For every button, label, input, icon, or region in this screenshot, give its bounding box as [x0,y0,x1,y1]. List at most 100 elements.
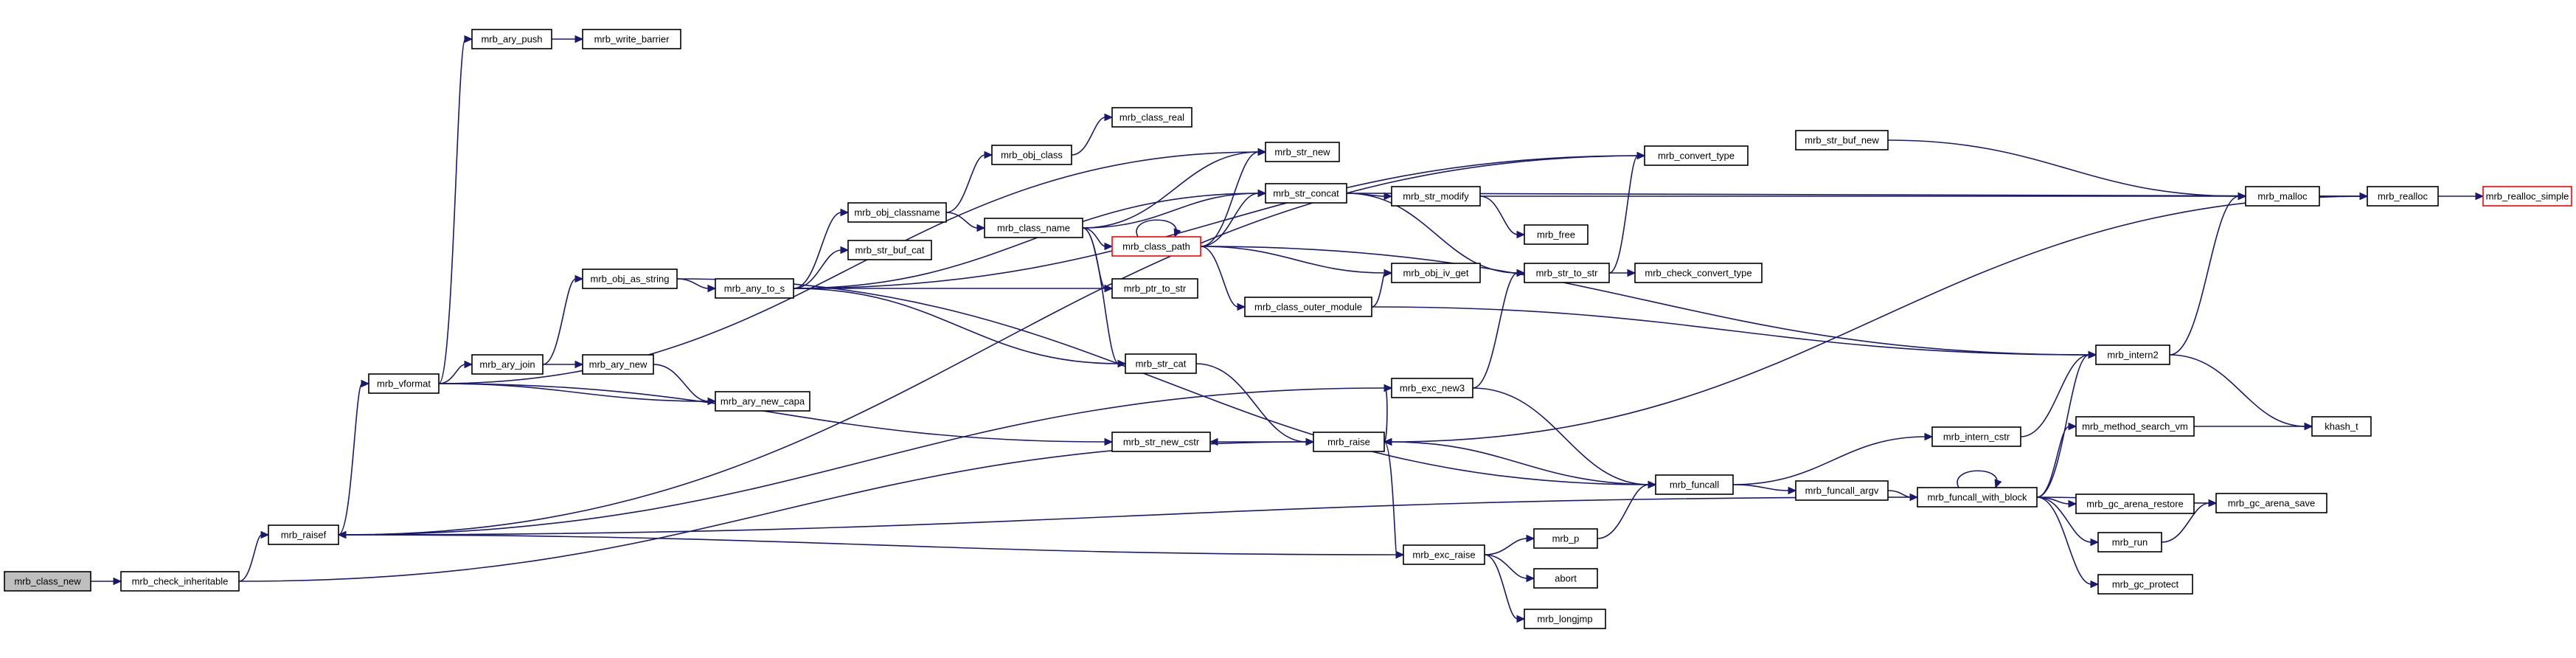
node-label: mrb_ary_new [589,359,648,370]
edge-any_to_s-to-str_cat [793,288,1127,368]
edge-exc_new3-to-funcall [1472,387,1657,489]
node-str-concat[interactable]: mrb_str_concat [1265,183,1347,204]
edge-exc_raise-to-abort [1484,554,1535,583]
node-str-new[interactable]: mrb_str_new [1265,142,1340,162]
edge-str_buf_new-to-malloc [1887,139,2247,201]
node-longjmp[interactable]: mrb_longjmp [1524,609,1606,629]
edge-funcall_argv-to-funcall_with_block [1887,490,1919,502]
node-class-path[interactable]: mrb_class_path [1111,236,1201,257]
node-gc-protect[interactable]: mrb_gc_protect [2097,574,2193,595]
node-str-cat[interactable]: mrb_str_cat [1125,353,1197,374]
node-any-to-s[interactable]: mrb_any_to_s [715,278,794,299]
node-gc-arena-restore[interactable]: mrb_gc_arena_restore [2075,494,2195,514]
edge-obj_as_string-to-any_to_s [676,278,717,293]
node-obj-class[interactable]: mrb_obj_class [991,145,1072,165]
node-ary-new-capa[interactable]: mrb_ary_new_capa [715,391,810,412]
edge-class_path-to-class_outer_module [1200,246,1246,311]
node-check-inheritable[interactable]: mrb_check_inheritable [120,571,240,592]
node-label: mrb_vformat [377,378,431,389]
edge-raisef-to-vformat [338,379,370,536]
node-funcall-argv[interactable]: mrb_funcall_argv [1795,480,1889,501]
node-label: mrb_free [1537,229,1575,240]
node-label: mrb_realloc_simple [2486,191,2569,202]
node-exc-raise[interactable]: mrb_exc_raise [1403,544,1485,565]
edge-vformat-to-ary_new_capa [438,383,717,406]
node-gc-arena-save[interactable]: mrb_gc_arena_save [2215,493,2327,513]
node-label: mrb_funcall [1670,479,1719,491]
edge-intern2-to-malloc [2169,192,2247,356]
node-abort[interactable]: abort [1533,568,1598,589]
node-label: mrb_convert_type [1658,150,1735,162]
node-class-outer-module[interactable]: mrb_class_outer_module [1244,297,1372,317]
node-check-convert-type[interactable]: mrb_check_convert_type [1634,263,1763,283]
node-convert-type[interactable]: mrb_convert_type [1644,145,1749,166]
node-khash-t[interactable]: khash_t [2311,416,2372,437]
node-class-real[interactable]: mrb_class_real [1111,107,1192,128]
edge-class_path-to-str_concat [1200,189,1267,247]
node-free[interactable]: mrb_free [1524,224,1589,245]
edge-obj_classname-to-class_name [945,212,986,232]
node-label: mrb_ary_join [479,359,535,370]
node-label: abort [1555,573,1577,584]
edge-method_search_vm-to-khash_t [2194,422,2313,431]
node-obj-as-string[interactable]: mrb_obj_as_string [582,269,678,289]
node-exc-new3[interactable]: mrb_exc_new3 [1391,378,1473,398]
node-label: mrb_str_modify [1403,191,1469,202]
node-funcall[interactable]: mrb_funcall [1655,474,1734,495]
edge-run-to-gc_arena_save [2161,499,2218,543]
node-ary-push[interactable]: mrb_ary_push [471,29,552,49]
node-label: mrb_class_name [997,223,1070,234]
node-vformat[interactable]: mrb_vformat [368,373,440,394]
edge-class_path-to-class_path [1136,219,1181,238]
node-obj-iv-get[interactable]: mrb_obj_iv_get [1391,263,1481,283]
node-intern2[interactable]: mrb_intern2 [2095,344,2170,365]
node-ary-new[interactable]: mrb_ary_new [582,354,654,375]
node-label: mrb_class_real [1119,112,1184,123]
edge-funcall_with_block-to-gc_protect [2036,496,2100,589]
edge-str_to_str-to-check_convert_type [1608,269,1636,277]
node-label: mrb_str_buf_cat [855,245,925,256]
node-label: mrb_class_outer_module [1254,302,1362,313]
edge-funcall_with_block-to-method_search_vm [2036,422,2077,498]
node-method-search-vm[interactable]: mrb_method_search_vm [2075,416,2195,437]
edge-exc_new3-to-str_to_str [1472,269,1526,389]
node-run[interactable]: mrb_run [2097,532,2162,553]
node-label: mrb_funcall_argv [1805,485,1879,496]
edge-vformat-to-ary_push [438,35,473,384]
node-label: mrb_intern2 [2107,350,2158,361]
node-label: mrb_str_to_str [1536,268,1598,279]
edge-ary_join-to-obj_as_string [542,274,584,365]
edge-exc_raise-to-longjmp [1484,554,1526,623]
node-label: mrb_obj_iv_get [1403,268,1469,279]
node-funcall-with-block[interactable]: mrb_funcall_with_block [1917,487,2038,508]
edge-obj_classname-to-obj_class [945,150,993,213]
node-str-to-str[interactable]: mrb_str_to_str [1524,263,1610,283]
node-p[interactable]: mrb_p [1533,528,1598,549]
node-label: mrb_run [2112,537,2148,548]
node-ptr-to-str[interactable]: mrb_ptr_to_str [1111,278,1198,299]
node-ary-join[interactable]: mrb_ary_join [471,354,544,375]
node-intern-cstr[interactable]: mrb_intern_cstr [1931,426,2021,447]
node-str-new-cstr[interactable]: mrb_str_new_cstr [1111,432,1211,452]
node-obj-classname[interactable]: mrb_obj_classname [847,202,947,223]
node-raisef[interactable]: mrb_raisef [268,524,339,545]
node-str-buf-new[interactable]: mrb_str_buf_new [1795,130,1889,150]
node-label: mrb_check_convert_type [1645,268,1752,279]
node-class-name[interactable]: mrb_class_name [984,218,1083,238]
node-raise[interactable]: mrb_raise [1313,432,1385,452]
node-label: mrb_str_new_cstr [1123,437,1200,448]
edge-vformat-to-ary_join [438,360,473,384]
edge-funcall-to-raise [1383,437,1656,485]
node-realloc-simple[interactable]: mrb_realloc_simple [2482,186,2572,207]
node-write-barrier[interactable]: mrb_write_barrier [582,29,681,49]
node-str-buf-cat[interactable]: mrb_str_buf_cat [847,240,932,260]
node-class-new: mrb_class_new [4,571,91,592]
node-str-modify[interactable]: mrb_str_modify [1391,186,1481,207]
node-realloc[interactable]: mrb_realloc [2367,186,2439,207]
node-malloc[interactable]: mrb_malloc [2245,186,2320,207]
edge-str_to_str-to-convert_type [1608,151,1646,274]
edge-str_cat-to-raise [1195,363,1315,446]
node-label: mrb_method_search_vm [2082,421,2188,432]
node-label: mrb_funcall_with_block [1927,492,2027,503]
